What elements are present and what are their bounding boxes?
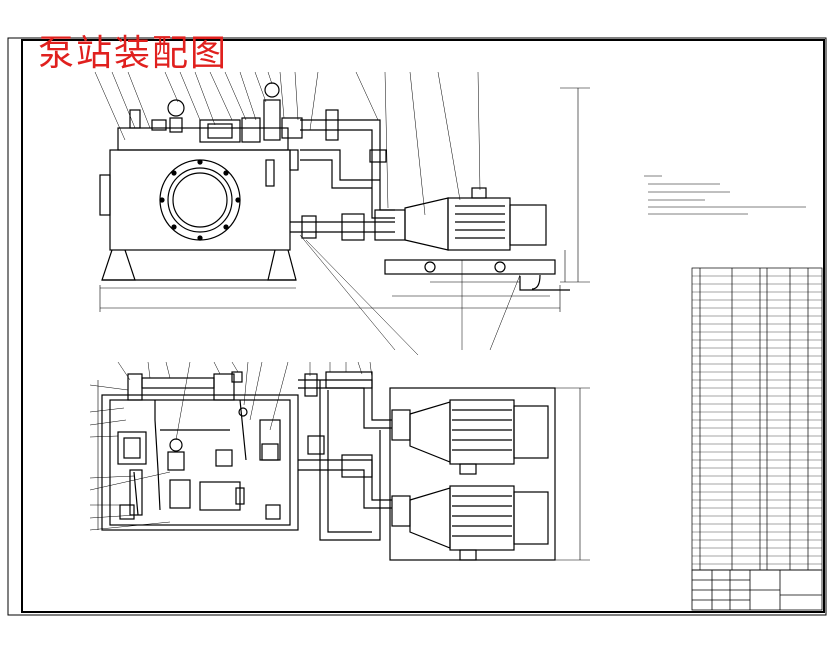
bell-housing — [404, 197, 449, 251]
tank-plan — [109, 399, 291, 526]
plan-view-leaders — [89, 361, 373, 531]
filter-unit — [199, 481, 241, 511]
parts-list — [691, 267, 823, 571]
plan-view — [101, 371, 556, 561]
motor-base — [384, 259, 556, 275]
front-view-dimensions — [99, 87, 590, 312]
outer-border — [7, 37, 827, 616]
front-view — [99, 82, 570, 291]
pressure-gauge-2 — [264, 82, 280, 98]
tank-front — [109, 149, 291, 251]
inner-border — [21, 39, 825, 613]
title-block — [691, 569, 823, 611]
parts-list-rows — [692, 275, 822, 565]
front-view-leaders — [94, 71, 521, 356]
technical-notes — [644, 175, 806, 215]
pressure-gauge-1 — [167, 99, 185, 117]
drawing-title: 泵站装配图 — [38, 33, 229, 74]
